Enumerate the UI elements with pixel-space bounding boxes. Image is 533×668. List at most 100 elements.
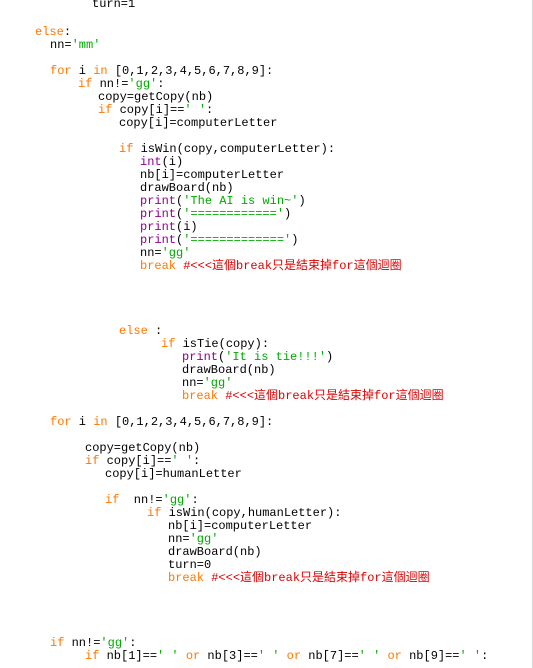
keyword-token: if (119, 142, 134, 156)
string-token: 'It is tie!!!' (225, 350, 327, 364)
code-token: ) (298, 194, 306, 208)
builtin-token: print (140, 207, 177, 221)
code-token: turn=1 (92, 0, 136, 11)
code-line: if isWin(copy,computerLetter): (119, 143, 335, 156)
string-token: 'The AI is win~' (183, 194, 299, 208)
keyword-token: else (35, 25, 64, 39)
keyword-token: or (286, 649, 302, 663)
code-token: nn!= (64, 636, 101, 650)
code-line: print('============') (140, 208, 291, 221)
code-token: ) (284, 207, 292, 221)
builtin-token: print (140, 194, 177, 208)
code-line: nn='gg' (168, 533, 218, 546)
code-line: nn='gg' (182, 377, 232, 390)
code-line: if copy[i]==' ': (85, 455, 200, 468)
string-token: 'gg' (100, 636, 130, 650)
code-line: nn='mm' (50, 39, 100, 52)
string-token: ' ' (184, 103, 207, 117)
keyword-token: or (387, 649, 402, 663)
code-line: if copy[i]==' ': (98, 104, 213, 117)
code-line: else: (35, 26, 71, 39)
code-line: break #<<<這個break只是結束掉for這個迴圈 (182, 390, 444, 403)
code-token: : (157, 77, 165, 91)
code-line: break #<<<這個break只是結束掉for這個迴圈 (140, 260, 402, 273)
code-line: if nn!='gg': (50, 637, 136, 650)
code-token: copy[i]== (112, 103, 185, 117)
code-token: ) (326, 350, 334, 364)
keyword-token: break (140, 259, 177, 273)
keyword-token: for (50, 415, 72, 429)
code-token: nb[1]== (99, 649, 158, 663)
code-line: print(i) (140, 221, 198, 234)
code-line: print('It is tie!!!') (182, 351, 333, 364)
code-line: nn='gg' (140, 247, 190, 260)
code-token: : (191, 493, 199, 507)
code-token: [0,1,2,3,4,5,6,7,8,9]: (107, 64, 274, 78)
string-token: 'gg' (128, 77, 158, 91)
code-token: copy=getCopy(nb) (85, 441, 201, 455)
code-token: i (71, 415, 94, 429)
comment-token: #<<<這個break只是結束掉for這個迴圈 (211, 571, 430, 585)
code-token: nn= (50, 38, 72, 52)
code-token: isWin(copy,humanLetter): (161, 506, 342, 520)
keyword-token: if (85, 649, 100, 663)
keyword-token: in (93, 64, 108, 78)
builtin-token: int (140, 155, 162, 169)
code-line: nb[i]=computerLetter (168, 520, 312, 533)
code-token: : (147, 324, 163, 338)
code-token: nn= (168, 532, 190, 546)
code-token: ( (176, 207, 184, 221)
code-token (179, 649, 186, 663)
code-token: i (71, 64, 94, 78)
keyword-token: else (119, 324, 148, 338)
comment-token: #<<<這個break只是結束掉for這個迴圈 (225, 389, 444, 403)
code-token: nb[3]== (200, 649, 258, 663)
keyword-token: if (105, 493, 120, 507)
code-token: isTie(copy): (175, 337, 270, 351)
string-token: 'mm' (71, 38, 101, 52)
code-token: ( (218, 350, 226, 364)
code-token: nn!= (119, 493, 163, 507)
code-line: for i in [0,1,2,3,4,5,6,7,8,9]: (50, 65, 273, 78)
code-line: break #<<<這個break只是結束掉for這個迴圈 (168, 572, 430, 585)
code-line: turn=1 (92, 0, 135, 11)
code-token: drawBoard(nb) (140, 181, 234, 195)
string-token: 'gg' (161, 246, 191, 260)
code-line: if isWin(copy,humanLetter): (147, 507, 341, 520)
builtin-token: print (140, 233, 177, 247)
code-line: copy=getCopy(nb) (85, 442, 200, 455)
code-token: copy[i]=computerLetter (119, 116, 278, 130)
code-line: print('=============') (140, 234, 298, 247)
code-line: turn=0 (168, 559, 211, 572)
code-token: ) (291, 233, 299, 247)
string-token: 'gg' (203, 376, 233, 390)
string-token: 'gg' (162, 493, 192, 507)
code-line: copy=getCopy(nb) (98, 91, 213, 104)
string-token: 'gg' (189, 532, 219, 546)
string-token: ' ' (358, 649, 381, 663)
code-line: drawBoard(nb) (168, 546, 262, 559)
code-token: : (206, 103, 214, 117)
code-token: nn!= (92, 77, 129, 91)
keyword-token: if (50, 636, 65, 650)
keyword-token: for (50, 64, 72, 78)
code-token (279, 649, 286, 663)
code-token: nn= (140, 246, 162, 260)
code-line: if nn!='gg': (78, 78, 164, 91)
keyword-token: break (182, 389, 219, 403)
code-line: if isTie(copy): (161, 338, 269, 351)
code-token: nn= (182, 376, 204, 390)
code-token: turn=0 (168, 558, 212, 572)
code-token: : (63, 25, 72, 39)
code-token: nb[i]=computerLetter (168, 519, 313, 533)
keyword-token: if (98, 103, 113, 117)
code-token: drawBoard(nb) (168, 545, 262, 559)
comment-token: #<<<這個break只是結束掉for這個迴圈 (183, 259, 402, 273)
keyword-token: in (93, 415, 108, 429)
string-token: '============' (183, 207, 285, 221)
keyword-token: or (185, 649, 201, 663)
string-token: ' ' (157, 649, 179, 663)
code-token: : (129, 636, 137, 650)
code-token: isWin(copy,computerLetter): (133, 142, 336, 156)
